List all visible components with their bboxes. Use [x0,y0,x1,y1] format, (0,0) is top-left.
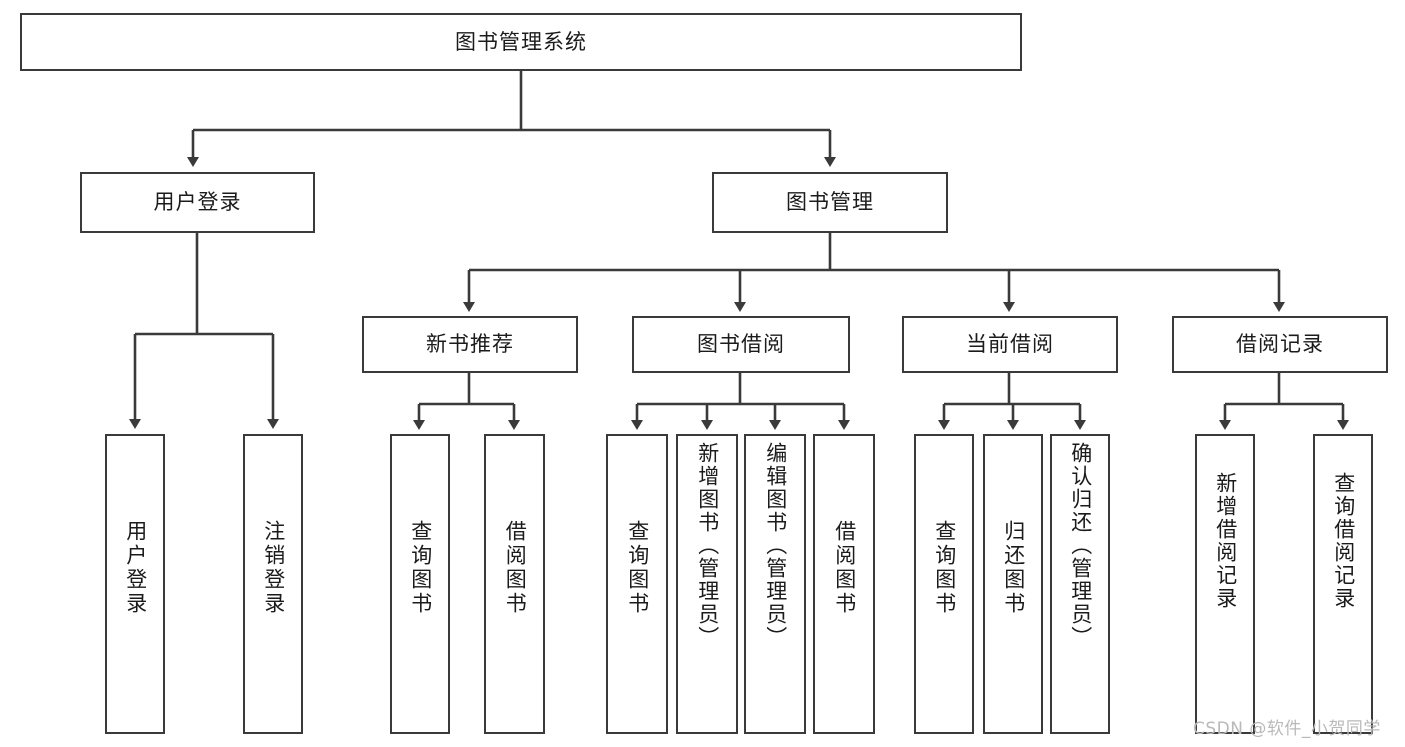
node-borrow-record-label: 借阅记录 [1236,332,1324,356]
node-leaf-edit-book-label: 编辑图书（管理员） [763,442,788,649]
node-leaf-confirm-return[interactable]: 确认归还（管理员） [1050,434,1110,734]
node-leaf-confirm-return-label: 确认归还（管理员） [1068,442,1093,649]
node-leaf-add-record-label: 新增借阅记录 [1213,472,1238,610]
node-root-label: 图书管理系统 [455,29,587,54]
node-borrow-record[interactable]: 借阅记录 [1172,316,1388,373]
node-current-borrow-label: 当前借阅 [966,332,1054,356]
node-book-manage-label: 图书管理 [786,190,874,214]
node-leaf-query-record-label: 查询借阅记录 [1331,472,1356,610]
node-leaf-query-book-1[interactable]: 查询图书 [390,434,450,734]
node-user-login-label: 用户登录 [153,190,242,214]
node-leaf-borrow-book-2-label: 借阅图书 [832,520,857,616]
node-leaf-borrow-book-1[interactable]: 借阅图书 [484,434,545,734]
node-leaf-return-book[interactable]: 归还图书 [983,434,1043,734]
node-leaf-query-book-1-label: 查询图书 [408,520,433,616]
node-leaf-add-book[interactable]: 新增图书（管理员） [676,434,738,734]
node-new-book-recommend-label: 新书推荐 [426,332,514,356]
node-leaf-add-book-label: 新增图书（管理员） [695,442,720,649]
node-leaf-query-book-2[interactable]: 查询图书 [606,434,668,734]
node-book-borrow[interactable]: 图书借阅 [632,316,850,373]
node-book-manage[interactable]: 图书管理 [712,172,948,233]
node-leaf-borrow-book-1-label: 借阅图书 [503,520,528,616]
node-leaf-user-login-label: 用户登录 [123,520,148,616]
node-leaf-return-book-label: 归还图书 [1001,520,1026,616]
node-new-book-recommend[interactable]: 新书推荐 [362,316,578,373]
node-leaf-logout[interactable]: 注销登录 [243,434,303,734]
node-current-borrow[interactable]: 当前借阅 [902,316,1118,373]
node-leaf-query-book-3-label: 查询图书 [932,520,957,616]
node-leaf-query-book-3[interactable]: 查询图书 [914,434,974,734]
node-leaf-query-record[interactable]: 查询借阅记录 [1313,434,1373,734]
node-leaf-user-login[interactable]: 用户登录 [105,434,165,734]
node-leaf-query-book-2-label: 查询图书 [625,520,650,616]
node-leaf-edit-book[interactable]: 编辑图书（管理员） [744,434,806,734]
node-book-borrow-label: 图书借阅 [697,332,785,356]
node-leaf-add-record[interactable]: 新增借阅记录 [1195,434,1255,734]
node-leaf-borrow-book-2[interactable]: 借阅图书 [813,434,875,734]
node-leaf-logout-label: 注销登录 [261,520,286,616]
node-user-login[interactable]: 用户登录 [80,172,315,233]
node-root[interactable]: 图书管理系统 [20,13,1022,71]
